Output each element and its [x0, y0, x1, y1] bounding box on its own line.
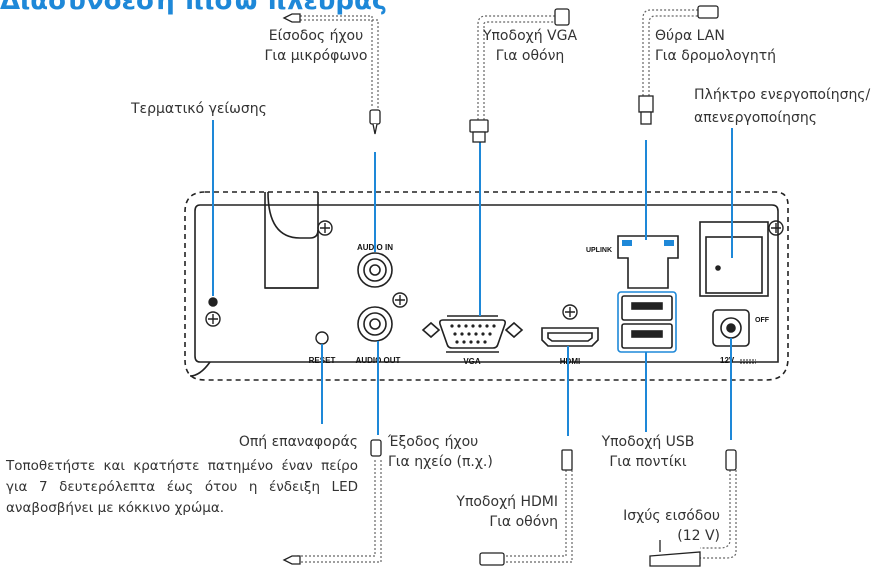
callout-hdmi-line1: Υποδοχή HDMI: [456, 494, 558, 510]
callout-lan: Θύρα LAN Για δρομολογητή: [655, 26, 776, 66]
power-switch: [699, 221, 769, 297]
callout-audio-out-line2: Για ηχείο (π.χ.): [388, 454, 493, 470]
callout-reset-line1: Οπή επαναφοράς: [238, 434, 358, 450]
audio-out-jack: [357, 306, 393, 342]
cables: [296, 9, 737, 563]
callout-power-in-line2: (12 V): [677, 528, 720, 544]
page-title: Διασύνδεση πίσω πλευράς: [0, 0, 388, 16]
callout-power-in: Ισχύς εισόδου (12 V): [600, 506, 720, 546]
device-body: [184, 191, 789, 381]
usb-ports: [617, 291, 677, 353]
callout-audio-out-line1: Έξοδος ήχου: [388, 434, 479, 450]
panel-label-uplink: UPLINK: [586, 247, 612, 254]
callout-power-switch: Πλήκτρο ενεργοποίησης/ απενεργοποίησης: [694, 84, 870, 130]
callout-audio-in-line1: Είσοδος ήχου: [268, 28, 364, 44]
callout-vga-line1: Υποδοχή VGA: [482, 28, 578, 44]
callout-audio-in-line2: Για μικρόφωνο: [264, 48, 368, 64]
callout-lan-line2: Για δρομολογητή: [655, 48, 777, 64]
callout-usb-line2: Για ποντίκι: [609, 454, 687, 470]
callout-power-in-line1: Ισχύς εισόδου: [623, 508, 720, 524]
callout-lines: [212, 120, 733, 440]
panel-label-hdmi: HDMI: [560, 357, 580, 366]
audio-in-jack: [357, 252, 393, 288]
callout-reset: Οπή επαναφοράς: [186, 432, 358, 452]
callout-ground-line1: Τερματικό γείωσης: [131, 101, 267, 117]
callout-audio-in: Είσοδος ήχου Για μικρόφωνο: [248, 26, 384, 66]
panel-label-off: OFF: [755, 317, 770, 324]
mounting-bracket: [264, 191, 319, 289]
callout-lan-line1: Θύρα LAN: [655, 28, 725, 44]
reset-instruction-note: Τοποθετήστε και κρατήστε πατημένο έναν π…: [6, 458, 358, 516]
plug-icons: [282, 5, 737, 567]
callout-power-switch-line1: Πλήκτρο ενεργοποίησης/: [694, 87, 871, 103]
vga-port: [421, 315, 524, 353]
callout-vga-line2: Για οθόνη: [495, 48, 565, 64]
ground-terminal: [208, 297, 218, 307]
callout-power-switch-line2: απενεργοποίησης: [694, 110, 817, 126]
callout-usb: Υποδοχή USB Για ποντίκι: [586, 432, 710, 472]
panel-label-vga: VGA: [463, 357, 481, 366]
reset-hole: [315, 331, 329, 345]
callout-hdmi-line2: Για οθόνη: [489, 514, 558, 530]
panel-label-power: 12V: [720, 356, 735, 365]
screw-icons: [205, 220, 784, 327]
callout-usb-line1: Υποδοχή USB: [601, 434, 695, 450]
lan-port: [617, 235, 679, 289]
callout-audio-out: Έξοδος ήχου Για ηχείο (π.χ.): [388, 432, 493, 472]
callout-hdmi: Υποδοχή HDMI Για οθόνη: [420, 492, 558, 532]
callout-ground: Τερματικό γείωσης: [131, 99, 267, 119]
callout-vga: Υποδοχή VGA Για οθόνη: [470, 26, 590, 66]
hdmi-port: [541, 327, 599, 347]
